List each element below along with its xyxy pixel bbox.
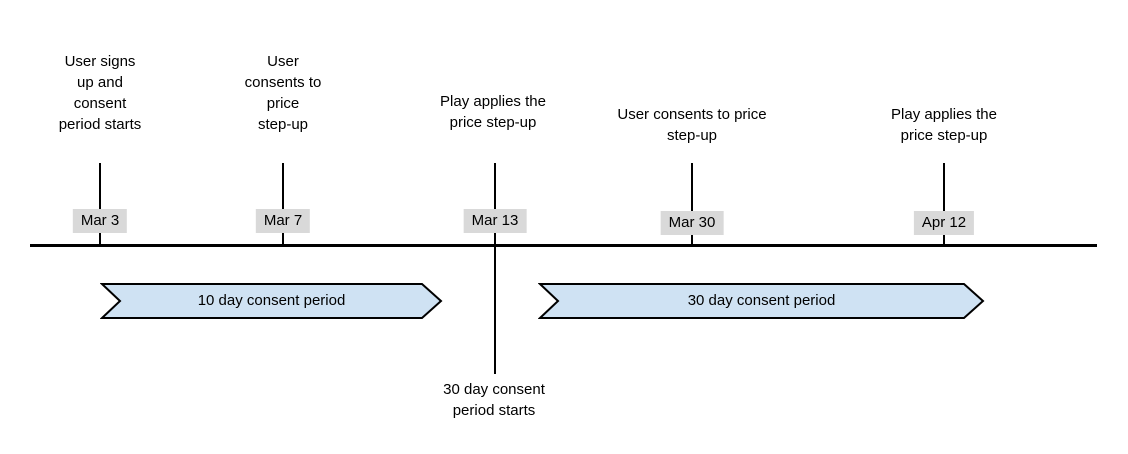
event-tick-mar30 [691,163,693,245]
event-date-badge-mar3: Mar 3 [72,209,128,233]
event-label-mar7: User consents to price step-up [244,53,322,133]
consent-period-arrow-30day: 30 day consent period [538,282,985,320]
chevron-ribbon-shape [538,283,985,319]
consent-period-label-30day: 30 day consent period [687,292,836,309]
event-date-badge-apr12: Apr 12 [913,211,975,235]
event-date-badge-mar30: Mar 30 [660,211,724,235]
event-tick-apr12 [943,163,945,245]
event-date-badge-mar13: Mar 13 [463,209,527,233]
event-tick-mar3 [99,163,101,245]
below-note-mar13: 30 day consent period starts [443,381,545,419]
event-tick-mar13 [494,163,496,245]
event-label-mar30: User consents to price step-up [617,106,767,144]
event-label-mar3: User signs up and consent period starts [58,53,142,133]
timeline-axis [30,244,1097,247]
event-tick-mar7 [282,163,284,245]
chevron-ribbon-shape [100,283,443,319]
event-date-badge-mar7: Mar 7 [255,209,311,233]
consent-period-arrow-10day: 10 day consent period [100,282,443,320]
event-tick-mar13-extension [494,247,496,374]
event-label-apr12: Play applies the price step-up [891,106,997,144]
consent-period-label-10day: 10 day consent period [197,292,346,309]
event-label-mar13: Play applies the price step-up [440,93,546,131]
